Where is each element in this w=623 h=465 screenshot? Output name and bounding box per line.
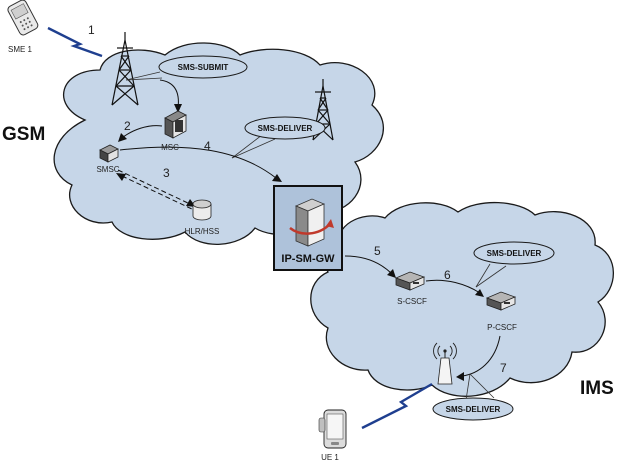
ims-cloud	[310, 201, 615, 397]
ue1-label: UE 1	[321, 453, 339, 462]
hlr-hss-label: HLR/HSS	[185, 227, 220, 236]
sms-deliver-ims-label: SMS-DELIVER	[487, 249, 542, 258]
p-cscf-label: P-CSCF	[487, 323, 517, 332]
database-icon	[192, 199, 212, 221]
s-cscf-label: S-CSCF	[397, 297, 427, 306]
sms-submit-bubble	[158, 55, 248, 79]
phone-icon	[7, 0, 39, 36]
smsc-server-icon	[99, 144, 119, 163]
router-icon	[394, 271, 426, 291]
msc-switch-icon	[164, 110, 187, 139]
step-1-label: 1	[88, 23, 95, 37]
sms-deliver-ims-bubble	[473, 241, 555, 265]
antenna-tower-icon	[111, 32, 139, 106]
smsc-label: SMSC	[96, 165, 119, 174]
sme1-label: SME 1	[8, 45, 33, 54]
gsm-region-label: GSM	[2, 124, 45, 145]
sms-submit-label: SMS-SUBMIT	[178, 63, 229, 72]
ims-region-label: IMS	[580, 378, 614, 399]
handset-icon	[318, 409, 347, 449]
step-4-label: 4	[204, 139, 211, 153]
sms-deliver-radio-label: SMS-DELIVER	[446, 405, 501, 414]
step-3-label: 3	[163, 166, 170, 180]
gateway-server-icon	[289, 198, 334, 247]
sms-deliver-radio-bubble	[432, 397, 514, 421]
sms-deliver-gsm-label: SMS-DELIVER	[258, 124, 313, 133]
base-station-icon	[433, 342, 457, 385]
ip-sm-gw-label: IP-SM-GW	[281, 253, 335, 265]
lightning-icon	[47, 26, 103, 58]
sms-deliver-gsm-bubble	[244, 116, 326, 140]
step-6-label: 6	[444, 268, 451, 282]
router-icon	[485, 291, 517, 311]
lightning-icon	[361, 382, 433, 430]
step-5-label: 5	[374, 244, 381, 258]
step-2-label: 2	[124, 119, 131, 133]
step-7-label: 7	[500, 361, 507, 375]
